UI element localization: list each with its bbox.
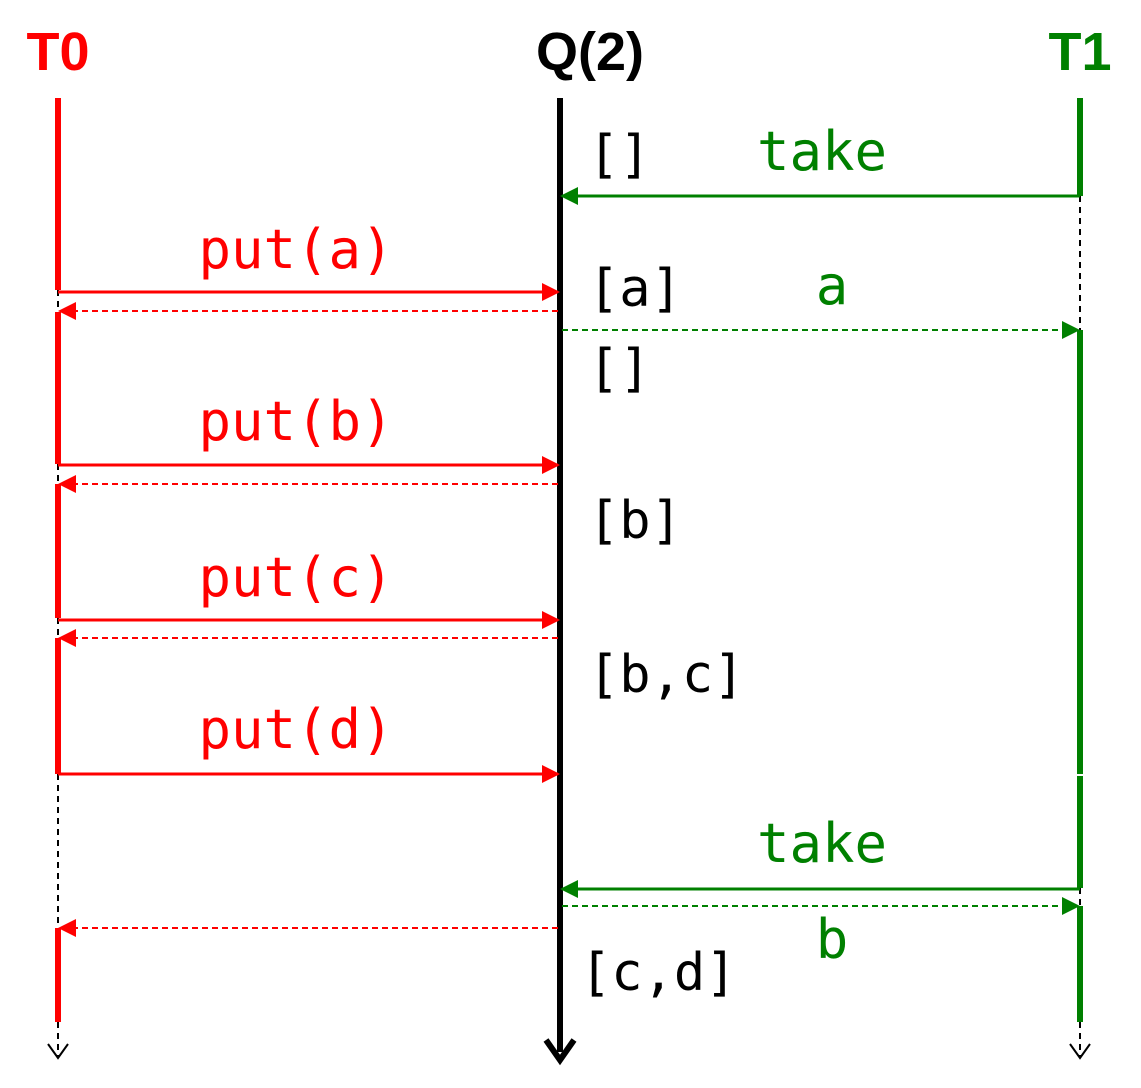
queue-state-6: [c,d] [580,943,737,1003]
put-a-label: put(a) [198,218,393,281]
actor-t1-label: T1 [1048,22,1111,82]
queue-state-3: [] [588,339,651,399]
actor-t0-label: T0 [26,22,89,82]
t1-lifeline [1069,98,1091,1060]
t0-lifeline [47,98,69,1060]
actor-queue-label: Q(2) [536,22,644,82]
take-label-2: take [757,812,887,875]
t1-end-arrow-icon [1069,1043,1091,1060]
put-b-label: put(b) [198,390,393,453]
put-c-label: put(c) [198,546,393,609]
t0-end-arrow-icon [47,1043,69,1060]
return-a-label: a [816,254,849,317]
queue-state-5: [b,c] [588,645,745,705]
return-b-label: b [816,908,849,971]
queue-state-2: [a] [588,259,682,319]
queue-state-1: [] [588,125,651,185]
queue-lifeline [543,98,577,1066]
take-label-1: take [757,120,887,183]
queue-state-4: [b] [588,491,682,551]
put-d-label: put(d) [198,698,393,761]
queue-end-arrow-icon [543,1038,577,1066]
